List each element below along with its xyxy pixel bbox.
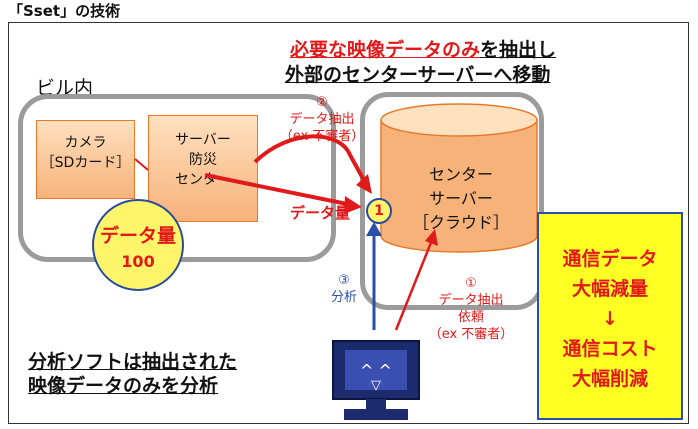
building-label: ビル内 [36, 77, 94, 99]
headline-line2: 外部のセンターサーバーへ移動 [285, 64, 551, 86]
local-server-box: サーバー 防災 センター [148, 115, 258, 222]
camera-sd-label: ［SDカード］ [40, 155, 131, 171]
center-server-label: センター サーバー ［クラウド］ [386, 163, 536, 235]
step2-example: （ex 不審者） [279, 129, 365, 144]
step1-number: ① [465, 276, 477, 291]
database-cylinder-icon [380, 103, 538, 253]
terminal-face: ^ ^ [360, 361, 392, 380]
arrow-server-head [344, 196, 362, 214]
result-arrow-icon: ↓ [602, 308, 618, 330]
result-line1: 通信データ [562, 248, 658, 270]
data-volume-value: 100 [121, 252, 155, 271]
diagram-frame [8, 22, 689, 424]
arrow-extract-head [356, 174, 372, 194]
data-amount-label: データ量 [290, 204, 351, 222]
analysis-note-line1: 分析ソフトは抽出された [28, 351, 238, 373]
server-label: サーバー [175, 132, 231, 148]
server-disaster-label: 防災 [189, 152, 217, 168]
result-line4: 大幅削減 [571, 368, 648, 390]
analysis-note-line2: 映像データのみを分析 [28, 375, 219, 397]
arrow-request-up [394, 239, 434, 331]
camera-label: カメラ [64, 135, 107, 151]
headline-rest: を抽出し [480, 39, 557, 61]
result-box: 通信データ 大幅減量 ↓ 通信コスト 大幅削減 [537, 212, 683, 420]
step3-label: ③ 分析 [326, 272, 362, 306]
step3-text: 分析 [330, 290, 357, 305]
arrow-server-to-center [204, 173, 353, 207]
camera-box: カメラ ［SDカード］ [36, 120, 135, 199]
step2-text: データ抽出 [289, 112, 355, 127]
camera-server-link-line [134, 158, 149, 171]
step2-label: ② データ抽出 （ex 不審者） [278, 94, 366, 145]
step1-request: 依頼 [457, 310, 484, 325]
step2-number: ② [316, 95, 328, 110]
center-server-line2: サーバー [429, 189, 493, 208]
result-line3: 通信コスト [562, 338, 658, 360]
data-volume-badge: データ量 100 [92, 199, 184, 291]
step1-example: （ex 不審者） [428, 327, 514, 342]
data-volume-label: データ量 [99, 225, 176, 247]
step1-label: ① データ抽出 依頼 （ex 不審者） [422, 275, 520, 343]
headline-line1: 必要な映像データのみを抽出し [290, 35, 556, 62]
center-container [360, 92, 544, 310]
center-server-line1: センター [428, 165, 493, 184]
small-data-badge: 1 [366, 198, 392, 224]
arrow-analysis-head [366, 222, 382, 236]
headline-highlight: 必要な映像データのみ [290, 39, 481, 61]
arrow-extract-to-center [253, 134, 368, 185]
arrow-request-head [425, 229, 438, 246]
center-server-line3: ［クラウド］ [412, 213, 509, 232]
step1-text: データ抽出 [438, 293, 504, 308]
step3-number: ③ [338, 273, 350, 288]
terminal-face-mouth: ▽ [371, 378, 381, 393]
result-line2: 大幅減量 [571, 278, 648, 300]
section-title: 「Sset」の技術 [8, 2, 121, 20]
analysis-note: 分析ソフトは抽出された 映像データのみを分析 [28, 350, 237, 398]
monitor-icon [332, 340, 420, 420]
